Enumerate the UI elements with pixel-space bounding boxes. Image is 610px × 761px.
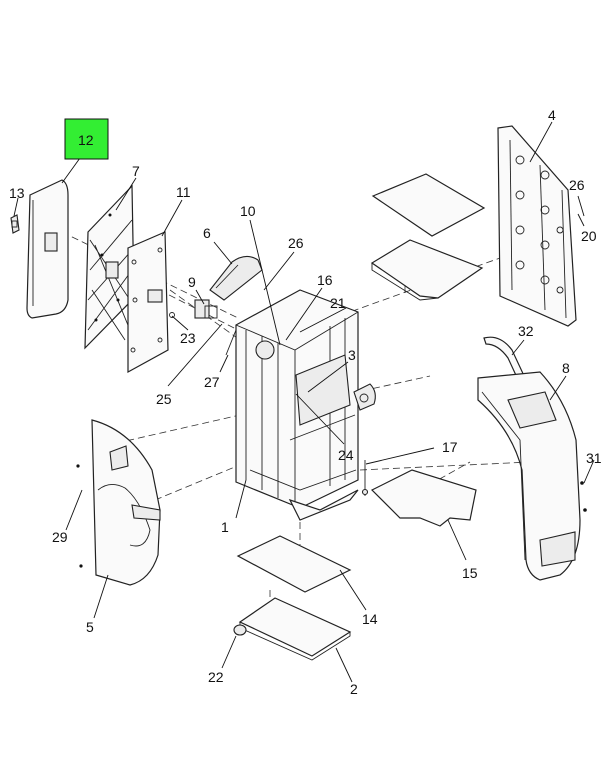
callout-24: 24 xyxy=(338,447,354,463)
top-plate-upper xyxy=(371,173,486,237)
callout-26b: 26 xyxy=(569,177,585,193)
part-4-rear-panel xyxy=(497,125,577,327)
callout-10: 10 xyxy=(240,203,256,219)
callout-29: 29 xyxy=(52,529,68,545)
callout-9: 9 xyxy=(188,274,196,290)
part-7-patterned-panel xyxy=(84,184,135,350)
part-17-bolt xyxy=(361,460,369,496)
callout-3: 3 xyxy=(348,347,356,363)
part-6-handle xyxy=(209,255,263,301)
callout-14: 14 xyxy=(362,611,378,627)
part-8-right-console xyxy=(477,371,587,581)
part-9-bracket xyxy=(194,299,218,319)
callout-labels: 12 13 7 11 10 6 26 16 21 9 23 27 25 3 24… xyxy=(9,107,602,697)
callout-12: 12 xyxy=(78,132,94,148)
callout-32: 32 xyxy=(518,323,534,339)
callout-17: 17 xyxy=(442,439,458,455)
callout-21: 21 xyxy=(330,295,346,311)
callout-2: 2 xyxy=(350,681,358,697)
part-5-left-side-panel xyxy=(76,419,161,586)
callout-23: 23 xyxy=(180,330,196,346)
part-14-bottom-plate xyxy=(236,535,352,593)
callout-5: 5 xyxy=(86,619,94,635)
callout-27: 27 xyxy=(204,374,220,390)
highlight-box xyxy=(64,118,109,160)
callout-11: 11 xyxy=(176,184,191,200)
part-15-floor-mat xyxy=(370,469,477,527)
callout-31: 31 xyxy=(586,450,602,466)
callout-20: 20 xyxy=(581,228,597,244)
callout-1: 1 xyxy=(221,519,229,535)
callout-6: 6 xyxy=(203,225,211,241)
part-23-fastener xyxy=(169,312,175,318)
callout-4: 4 xyxy=(548,107,556,123)
callout-13: 13 xyxy=(9,185,25,201)
part-3-motor-bracket xyxy=(353,383,376,411)
part-22-foot xyxy=(233,624,247,636)
part-12-side-panel xyxy=(26,179,69,319)
callout-15: 15 xyxy=(462,565,478,581)
top-plate-lower xyxy=(370,239,484,301)
leader-lines xyxy=(13,121,595,683)
callout-16: 16 xyxy=(317,272,333,288)
part-11-clip-panel xyxy=(127,231,169,374)
callout-7: 7 xyxy=(132,163,140,179)
part-2-base-plate xyxy=(238,597,352,661)
callout-8: 8 xyxy=(562,360,570,376)
callout-25: 25 xyxy=(156,391,172,407)
callout-22: 22 xyxy=(208,669,224,685)
part-13-latch xyxy=(10,214,20,234)
callout-26a: 26 xyxy=(288,235,304,251)
part-27-rod xyxy=(225,329,237,356)
part-1-main-frame xyxy=(235,289,359,521)
